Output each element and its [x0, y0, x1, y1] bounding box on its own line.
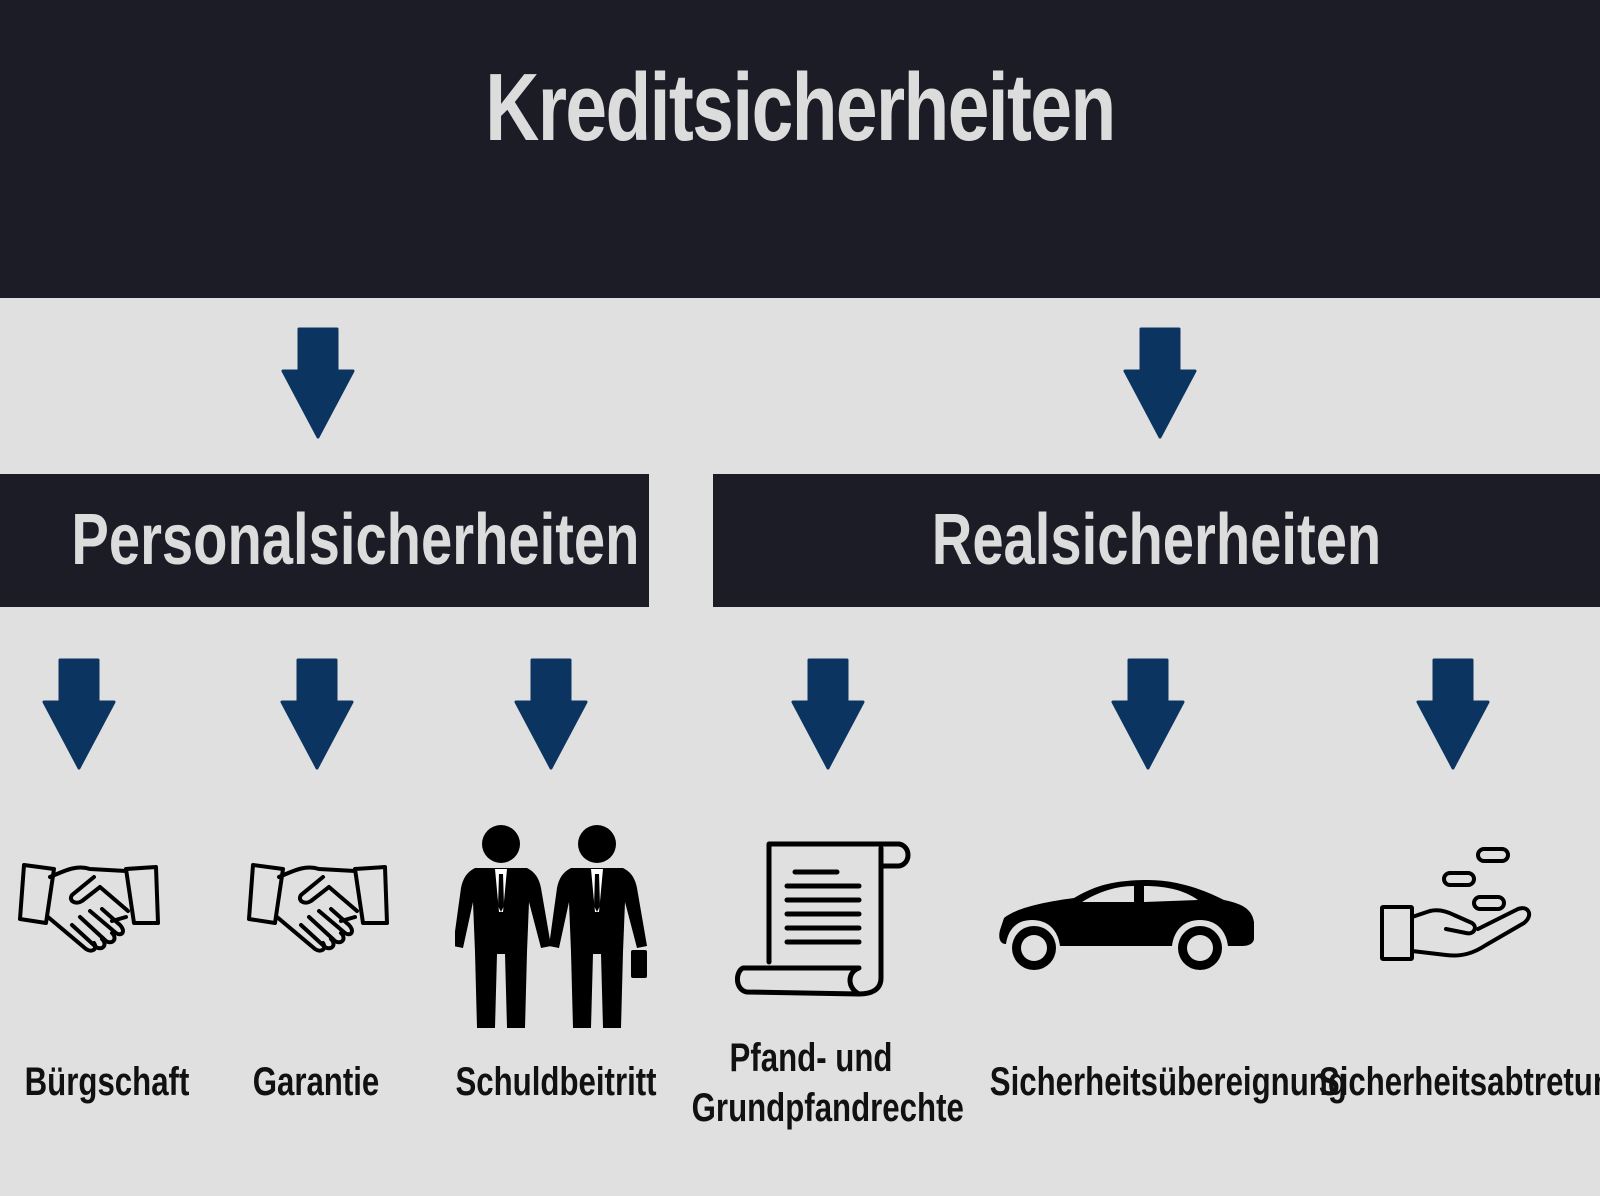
- title-banner: Kreditsicherheiten: [0, 0, 1600, 298]
- arrow-to-real: [1123, 327, 1197, 439]
- category-personal-label: Personalsicherheiten: [71, 500, 640, 580]
- item-pfand-line1: Pfand- und: [729, 1036, 893, 1080]
- category-personal: Personalsicherheiten: [0, 474, 649, 607]
- arrow-to-garantie: [280, 658, 354, 770]
- item-pfand-line2: Grundpfandrechte: [691, 1086, 964, 1130]
- arrow-to-sicherheitsabtretung: [1416, 658, 1490, 770]
- arrow-to-personal: [281, 327, 355, 439]
- category-real: Realsicherheiten: [713, 474, 1600, 607]
- item-schuldbeitritt: Schuldbeitritt: [455, 1060, 657, 1104]
- car-icon: [998, 876, 1260, 972]
- arrow-to-schuldbeitritt: [514, 658, 588, 770]
- scroll-document-icon: [735, 838, 915, 998]
- item-sicherheitsuebereignung: Sicherheitsübereignung: [989, 1060, 1347, 1104]
- arrow-to-pfandrechte: [791, 658, 865, 770]
- item-sicherheitsabtretung: Sicherheitsabtretung: [1318, 1060, 1600, 1104]
- diagram-title: Kreditsicherheiten: [485, 54, 1116, 161]
- handshake-icon: [245, 855, 390, 960]
- item-garantie: Garantie: [252, 1060, 380, 1104]
- item-buergschaft: Bürgschaft: [24, 1060, 190, 1104]
- arrow-to-sicherheitsuebereignung: [1111, 658, 1185, 770]
- businessmen-icon: [455, 822, 651, 1030]
- hand-coins-icon: [1378, 845, 1536, 965]
- arrow-to-buergschaft: [42, 658, 116, 770]
- handshake-icon: [16, 855, 161, 960]
- category-real-label: Realsicherheiten: [931, 500, 1382, 580]
